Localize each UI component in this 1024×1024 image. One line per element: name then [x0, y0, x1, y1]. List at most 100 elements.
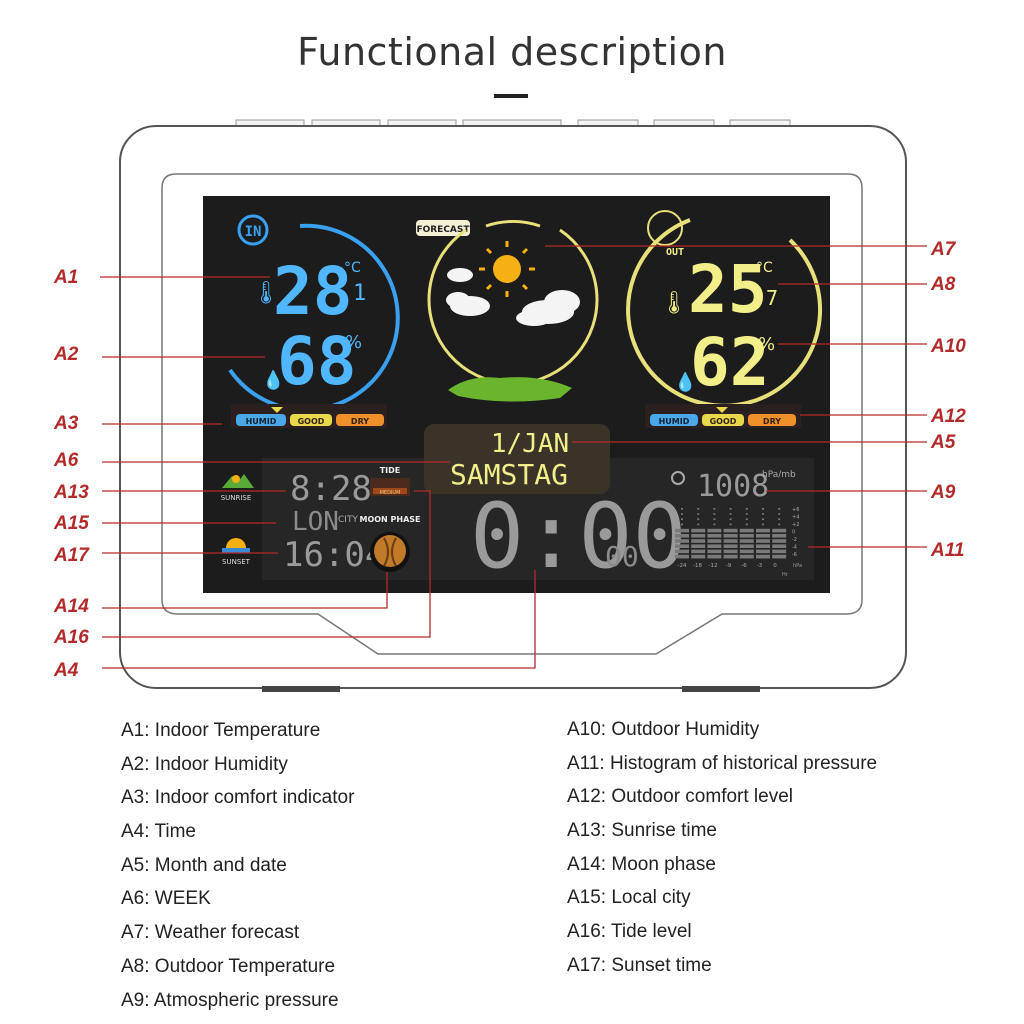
- histogram-y-unit: hPa: [793, 563, 802, 569]
- sunset-label: SUNSET: [222, 558, 251, 566]
- histogram-y-tick: 0: [792, 530, 795, 536]
- date-display: 1/JAN: [491, 429, 569, 459]
- indoor-humidity-unit: %: [345, 332, 362, 353]
- histogram-cell: [772, 528, 787, 533]
- histogram-cell: [675, 528, 689, 533]
- histogram-cell: [729, 523, 732, 526]
- main-clock: 0:00: [470, 484, 687, 589]
- histogram-cell: [691, 539, 706, 543]
- histogram-cell: [772, 549, 787, 554]
- sun-cloud-icon: [446, 241, 580, 402]
- histogram-cell: [675, 534, 689, 538]
- outdoor-comfort-humid: HUMID: [659, 417, 690, 426]
- histogram-cell: [713, 513, 716, 515]
- legend-item: A4: Time: [121, 821, 196, 843]
- page-title: Functional description: [297, 30, 727, 74]
- outdoor-sensor-icon: [647, 210, 683, 246]
- legend-left: A1: Indoor Temperature A2: Indoor Humidi…: [121, 714, 354, 1017]
- histogram-cell: [707, 544, 722, 548]
- legend-item: A12: Outdoor comfort level: [567, 786, 793, 808]
- histogram-cell: [713, 523, 716, 526]
- histogram-cell: [778, 518, 781, 520]
- indoor-temp-unit: °C: [344, 260, 361, 276]
- outdoor-comfort-bar: HUMID GOOD DRY: [645, 404, 801, 428]
- histogram-cell: [756, 539, 770, 543]
- histogram-cell: [681, 518, 683, 520]
- histogram-cell: [681, 523, 683, 526]
- histogram-cell: [675, 544, 689, 548]
- histogram-cell: [762, 513, 764, 515]
- indoor-temperature: 28: [273, 253, 352, 330]
- histogram-cell: [756, 534, 770, 538]
- histogram-cell: [762, 518, 764, 520]
- histogram-x-tick: -24: [678, 563, 687, 569]
- histogram-cell: [707, 528, 722, 533]
- callout-a11: A11: [930, 540, 964, 561]
- histogram-cell: [723, 534, 738, 538]
- legend-item: A14: Moon phase: [567, 853, 716, 875]
- outdoor-temp-unit: °C: [756, 260, 773, 276]
- histogram-cell: [762, 523, 764, 526]
- indoor-badge-label: IN: [245, 224, 262, 240]
- histogram-cell: [739, 539, 754, 543]
- device-diagram: IN 🌡 28 1 °C 💧 68 % HUMID GOOD DRY FOREC…: [53, 119, 966, 692]
- histogram-cell: [707, 539, 722, 543]
- indoor-comfort-good: GOOD: [298, 417, 325, 426]
- histogram-cell: [756, 554, 770, 559]
- indoor-temp-decimal: 1: [353, 281, 366, 306]
- histogram-y-tick: +6: [792, 507, 799, 513]
- histogram-cell: [778, 523, 781, 526]
- outdoor-humidity: 62: [690, 324, 769, 401]
- histogram-cell: [729, 518, 732, 520]
- histogram-cell: [713, 518, 716, 520]
- indoor-comfort-dry: DRY: [351, 417, 369, 426]
- legend-item: A13: Sunrise time: [567, 820, 717, 842]
- outdoor-humidity-unit: %: [758, 334, 775, 355]
- pressure-histogram: [675, 508, 787, 559]
- outdoor-ring: [626, 218, 822, 408]
- humidity-drop-icon: 💧: [262, 369, 284, 391]
- histogram-cell: [739, 549, 754, 554]
- legend-item: A9: Atmospheric pressure: [121, 989, 339, 1011]
- histogram-cell: [745, 523, 748, 526]
- histogram-cell: [723, 554, 738, 559]
- outdoor-badge-label: OUT: [666, 247, 684, 258]
- callout-a14: A14: [53, 596, 89, 617]
- histogram-cell: [723, 544, 738, 548]
- moon-phase-label: MOON PHASE: [359, 515, 420, 524]
- legend-item: A7: Weather forecast: [121, 922, 300, 944]
- legend-item: A16: Tide level: [567, 921, 692, 943]
- histogram-cell: [697, 518, 700, 520]
- histogram-cell: [723, 549, 738, 554]
- callout-a8: A8: [930, 274, 956, 295]
- histogram-y-tick: +4: [792, 515, 799, 521]
- histogram-x-tick: -6: [741, 563, 747, 569]
- legend-item: A10: Outdoor Humidity: [567, 719, 760, 740]
- legend-right: A10: Outdoor Humidity A11: Histogram of …: [567, 713, 877, 983]
- histogram-cell: [756, 544, 770, 548]
- histogram-cell: [756, 528, 770, 533]
- callout-a15: A15: [53, 513, 89, 534]
- histogram-cell: [772, 544, 787, 548]
- callout-a5: A5: [930, 432, 956, 453]
- city-label: CITY: [338, 515, 358, 525]
- legend-item: A1: Indoor Temperature: [121, 720, 321, 741]
- histogram-cell: [723, 539, 738, 543]
- title-underline: [494, 94, 528, 98]
- histogram-cell: [707, 554, 722, 559]
- sunset-icon: [222, 538, 250, 553]
- histogram-cell: [772, 539, 787, 543]
- weekday-display: SAMSTAG: [450, 458, 568, 491]
- histogram-cell: [772, 554, 787, 559]
- histogram-cell: [675, 549, 689, 554]
- indoor-humidity: 68: [277, 323, 356, 400]
- date-panel: [424, 424, 610, 494]
- histogram-cell: [691, 528, 706, 533]
- histogram-cell: [729, 513, 732, 515]
- histogram-cell: [691, 534, 706, 538]
- legend-item: A17: Sunset time: [567, 954, 712, 976]
- histogram-cell: [675, 554, 689, 559]
- histogram-cell: [778, 508, 781, 510]
- indoor-comfort-humid: HUMID: [246, 417, 277, 426]
